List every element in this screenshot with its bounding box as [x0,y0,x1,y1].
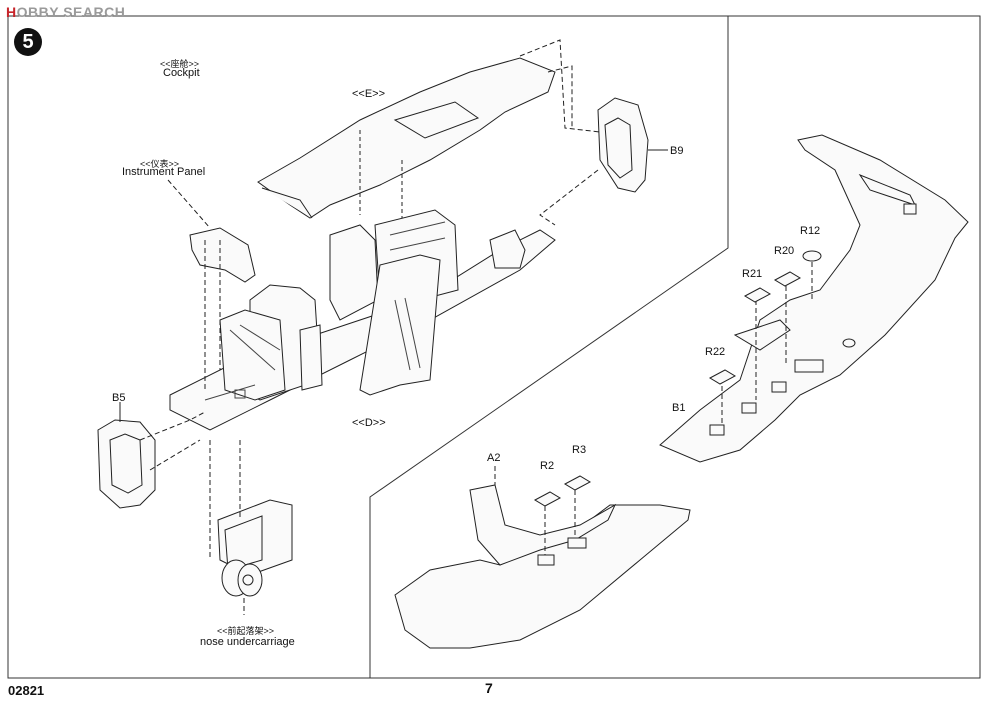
part-label-b1: B1 [672,402,686,414]
instrument-panel-label: Instrument Panel [122,166,206,178]
detail-e-label: <<E>> [352,88,386,100]
b5-guides [139,411,206,471]
b1-guides [721,262,813,425]
part-label-b5: B5 [112,392,126,404]
a2-guides [494,466,576,555]
gear-guides [209,440,245,615]
part-label-r20: R20 [774,245,795,257]
panel-divider [369,16,729,678]
cockpit-label-cn: <<座舱>> [160,59,200,69]
part-label-r22: R22 [705,346,726,358]
nose-gear-label: nose undercarriage [200,636,295,648]
part-label-r21: R21 [742,268,763,280]
part-label-r12: R12 [800,225,821,237]
part-a2 [394,484,691,649]
part-label-a2: A2 [487,452,501,464]
canopy-part [257,57,556,235]
part-label-b9: B9 [670,145,684,157]
watermark-logo: HOBBY SEARCH [6,4,126,20]
cockpit-details [204,221,446,401]
part-label-r2: R2 [540,460,555,472]
small-parts-r [708,250,822,385]
part-b9 [597,97,668,193]
nose-gear-part [217,499,293,597]
page-frame [7,15,981,679]
part-b5 [97,402,156,509]
instrument-label-cn: <<仪表>> [140,159,180,169]
a2-small-parts [533,475,592,507]
cockpit-floor-part [169,209,556,431]
panel-guides [167,179,221,390]
part-b1 [659,134,969,463]
step-number: 5 [14,28,42,56]
b9-guide [539,169,599,226]
kit-code: 02821 [8,683,45,698]
nose-gear-label-cn: <<前起落架>> [217,626,275,636]
cockpit-label: Cockpit [163,67,200,79]
detail-d-label: <<D>> [352,417,386,429]
page-number: 7 [485,680,493,696]
part-label-r3: R3 [572,444,587,456]
canopy-guides [519,39,601,133]
